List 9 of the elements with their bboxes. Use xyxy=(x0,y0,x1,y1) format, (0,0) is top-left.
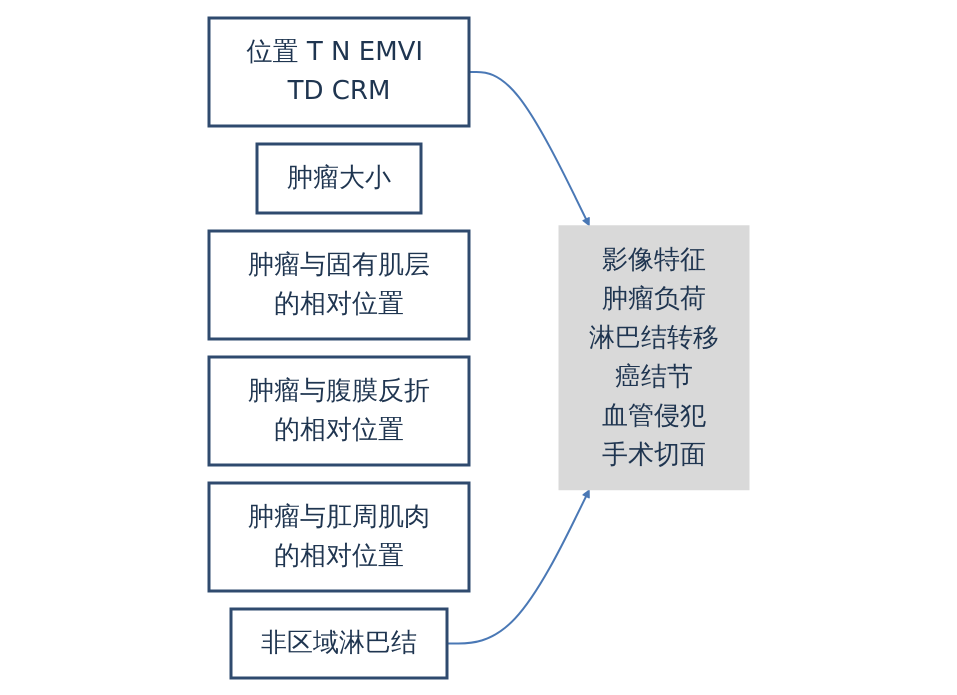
node-box: 肿瘤大小 xyxy=(255,142,422,214)
node-box: 影像特征 肿瘤负荷 淋巴结转移 癌结节 血管侵犯 手术切面 xyxy=(558,224,749,490)
node-box: 非区域淋巴结 xyxy=(229,607,448,679)
node-box: 位置 T N EMVI TD CRM xyxy=(207,16,470,127)
node-box: 肿瘤与腹膜反折的相对位置 xyxy=(207,355,470,466)
arrow xyxy=(468,70,590,226)
arrow xyxy=(446,488,590,644)
node-box: 肿瘤与肛周肌肉的相对位置 xyxy=(207,481,470,592)
node-box: 肿瘤与固有肌层的相对位置 xyxy=(207,229,470,340)
